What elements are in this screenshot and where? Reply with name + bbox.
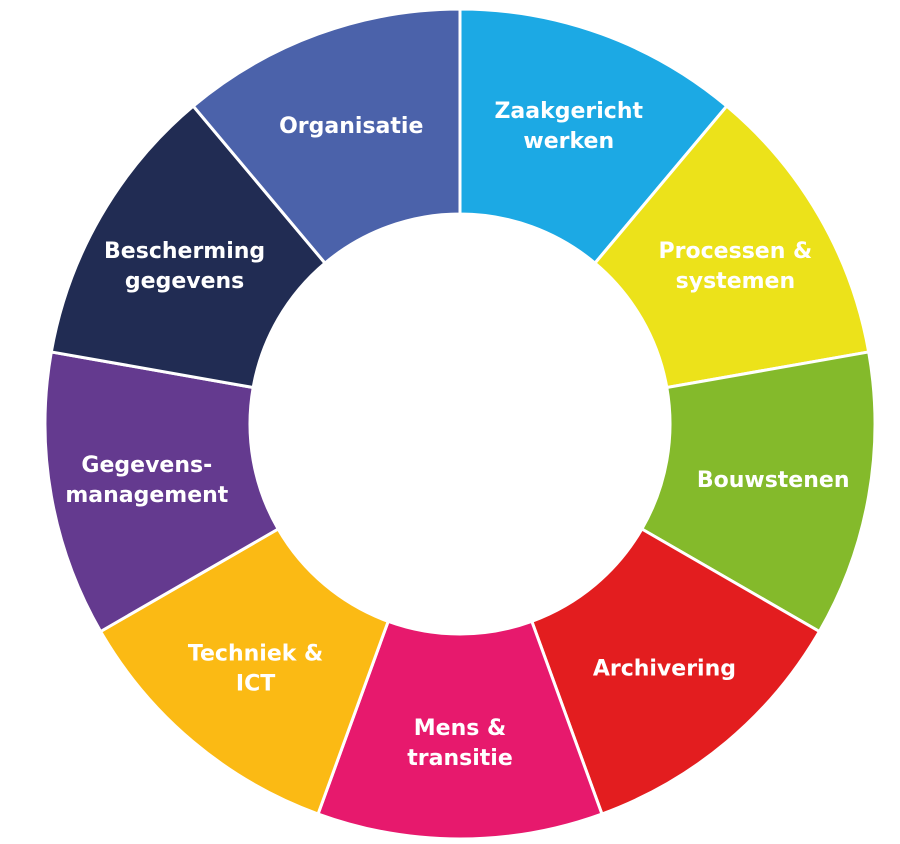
segment-bescherming-gegevens: Bescherming gegevens [49, 103, 328, 390]
segment-label-line: transitie [407, 746, 513, 771]
segment-techniek-ict: Techniek & ICT [98, 526, 391, 816]
segment-label: Techniek & ICT [188, 642, 323, 697]
segment-label: Archivering [593, 657, 736, 682]
segment-label: Zaakgericht werken [494, 99, 643, 154]
segment-label: Mens & transitie [407, 716, 513, 771]
segment-label-line: Zaakgericht [494, 99, 643, 124]
segment-label-line: Processen & [659, 239, 813, 264]
segment-label-line: Gegevens- [81, 453, 212, 478]
segment-label-line: systemen [676, 269, 795, 294]
segment-label: Gegevens-management [65, 453, 228, 508]
segment-label: Bouwstenen [697, 468, 850, 493]
segment-label-line: Techniek & [188, 642, 323, 667]
segment-label: Organisatie [279, 114, 423, 139]
segment-label-line: gegevens [125, 269, 244, 294]
segment-label: Processen & systemen [659, 239, 813, 294]
segment-label-line: Mens & [414, 716, 506, 741]
segment-label: Bescherming gegevens [104, 239, 265, 294]
segment-label-line: Bescherming [104, 239, 265, 264]
segment-label-line: Archivering [593, 657, 736, 682]
segment-label-line: Bouwstenen [697, 468, 850, 493]
center-hole [250, 214, 670, 634]
segment-mens-transitie: Mens & transitie [316, 619, 604, 841]
segment-label-line: Organisatie [279, 114, 423, 139]
segment-label-line: management [65, 483, 228, 508]
segment-label-line: ICT [236, 672, 275, 697]
segment-label-line: werken [523, 129, 614, 154]
